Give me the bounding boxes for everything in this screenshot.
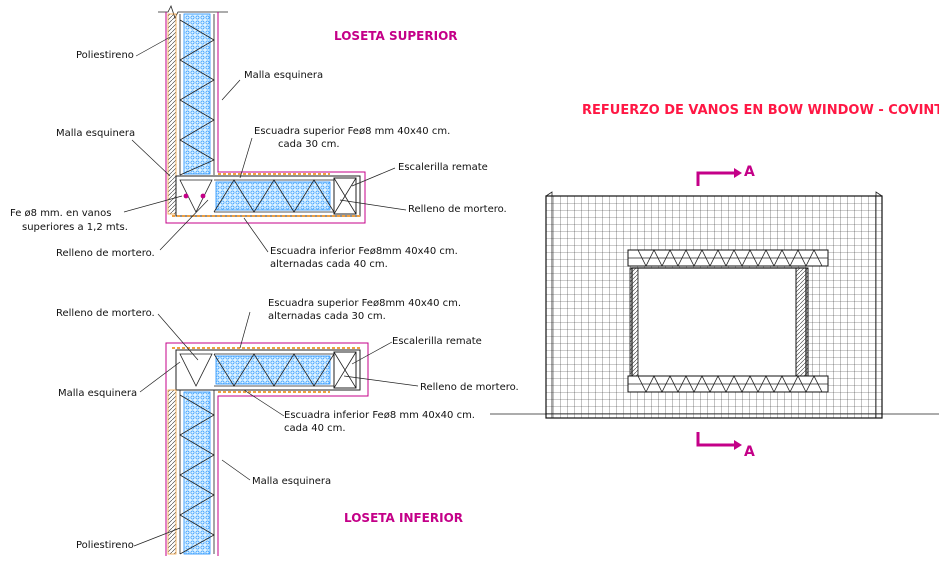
label-relleno-mortero: Relleno de mortero. [56, 248, 155, 259]
top-wall-truss [179, 19, 215, 176]
label-poliestireno: Poliestireno [76, 50, 134, 61]
label-escalerilla-remate: Escalerilla remate [398, 162, 488, 173]
rebar-dot [200, 193, 206, 199]
top-slab-polystyrene [215, 181, 331, 211]
window-opening [631, 267, 807, 379]
section-mark-label: A [744, 164, 755, 180]
bottom-wall-mortar [167, 389, 177, 555]
label-malla-esquinera: Malla esquinera [56, 128, 135, 139]
label-escuadra-superior-spacing: cada 30 cm. [278, 139, 340, 150]
section-arrow-top [696, 171, 736, 186]
title-refuerzo-vanos: REFUERZO DE VANOS EN BOW WINDOW - COVINT… [582, 103, 939, 118]
title-loseta-inferior: LOSETA INFERIOR [344, 511, 463, 525]
top-wall-mortar [167, 13, 177, 215]
bottom-slab-truss [213, 353, 335, 387]
label-relleno-mortero: Relleno de mortero. [420, 382, 519, 393]
top-slab-detail: Poliestireno Malla esquinera Malla esqui… [10, 4, 507, 270]
top-outline [165, 12, 366, 224]
bottom-wall-truss [179, 394, 215, 555]
section-arrow-bottom [696, 432, 736, 447]
label-poliestireno: Poliestireno [76, 540, 134, 551]
label-fe-rebar-condition: superiores a 1,2 mts. [22, 222, 128, 233]
label-malla-esquinera: Malla esquinera [244, 70, 323, 81]
label-escuadra-superior: Escuadra superior Feø8mm 40x40 cm. [268, 298, 461, 309]
bottom-slab-detail: Relleno de mortero. Escuadra superior Fe… [56, 298, 519, 556]
label-fe-rebar: Fe ø8 mm. en vanos [10, 208, 111, 219]
bottom-slab-polystyrene [215, 355, 331, 385]
side-reinforcement [795, 267, 809, 377]
title-loseta-superior: LOSETA SUPERIOR [334, 29, 458, 43]
bottom-end-cap [333, 351, 357, 389]
label-malla-esquinera: Malla esquinera [252, 476, 331, 487]
label-escuadra-inferior-spacing: alternadas cada 40 cm. [270, 259, 388, 270]
label-escuadra-inferior: Escuadra inferior Feø8 mm 40x40 cm. [284, 410, 475, 421]
label-relleno-mortero: Relleno de mortero. [56, 308, 155, 319]
top-slab-truss [213, 179, 335, 213]
label-escuadra-superior-spacing: alternadas cada 30 cm. [268, 311, 386, 322]
top-wall-polystyrene [183, 13, 211, 175]
label-escuadra-superior: Escuadra superior Feø8 mm 40x40 cm. [254, 126, 450, 137]
label-escuadra-inferior: Escuadra inferior Feø8mm 40x40 cm. [270, 246, 458, 257]
label-escalerilla-remate: Escalerilla remate [392, 336, 482, 347]
bottom-wall-polystyrene [183, 391, 211, 555]
label-escuadra-inferior-spacing: cada 40 cm. [284, 423, 346, 434]
bottom-outline [165, 342, 369, 556]
bottom-corner-triangle [179, 353, 213, 387]
rebar-dot [183, 193, 189, 199]
top-end-cap [333, 177, 357, 215]
bow-window-elevation: REFUERZO DE VANOS EN BOW WINDOW - COVINT… [490, 103, 939, 460]
label-malla-esquinera: Malla esquinera [58, 388, 137, 399]
section-mark-label: A [744, 444, 755, 460]
label-relleno-mortero: Relleno de mortero. [408, 204, 507, 215]
